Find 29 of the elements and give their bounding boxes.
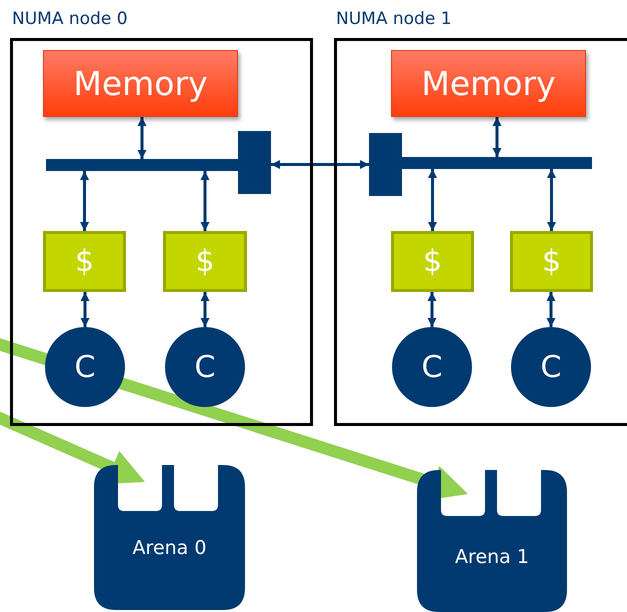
core-circle: C bbox=[392, 327, 472, 407]
core-circle: C bbox=[45, 327, 125, 407]
connector-arrow bbox=[546, 292, 556, 327]
connector-arrow bbox=[80, 292, 90, 327]
connector-arrow bbox=[200, 171, 210, 231]
connector-arrow bbox=[200, 292, 210, 327]
core-circle: C bbox=[511, 327, 591, 407]
connector-arrow bbox=[138, 117, 146, 159]
interconnect-block bbox=[369, 133, 402, 196]
core-circle: C bbox=[165, 327, 245, 407]
cache-box: $ bbox=[510, 231, 593, 292]
memory-box: Memory bbox=[391, 50, 586, 117]
connector-arrow bbox=[492, 117, 502, 157]
connector-arrow bbox=[547, 169, 556, 231]
connector-arrow bbox=[428, 169, 437, 231]
bus-bar bbox=[402, 157, 592, 169]
arena-label: Arena 0 bbox=[132, 537, 208, 559]
memory-box: Memory bbox=[43, 50, 238, 117]
connector-arrow bbox=[80, 171, 89, 231]
bus-bar bbox=[46, 159, 238, 171]
numa-node-heading: NUMA node 1 bbox=[336, 8, 452, 30]
cache-box: $ bbox=[163, 231, 247, 292]
interconnect-block bbox=[238, 131, 271, 194]
numa-node-heading: NUMA node 0 bbox=[12, 8, 128, 30]
arena-label: Arena 1 bbox=[454, 546, 530, 568]
connector-arrow bbox=[271, 160, 369, 169]
cache-box: $ bbox=[43, 231, 126, 292]
cache-box: $ bbox=[391, 231, 474, 292]
connector-arrow bbox=[428, 292, 436, 327]
